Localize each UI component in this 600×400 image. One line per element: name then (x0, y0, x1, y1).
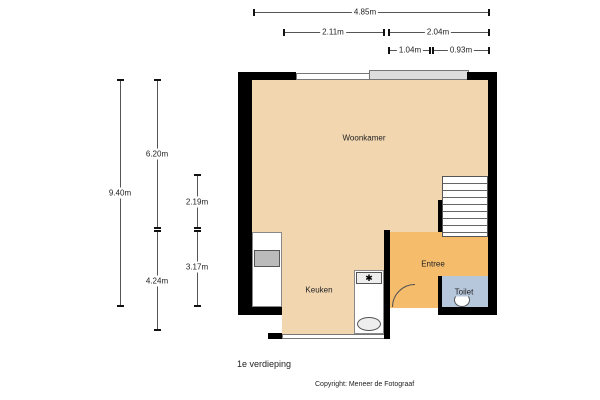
dimension-label: 4.24m (145, 275, 169, 287)
dimension-label: 2.19m (185, 196, 209, 208)
staircase (442, 176, 488, 237)
dimension-label: 0.93m (447, 45, 475, 55)
room-label-woonkamer: Woonkamer (342, 133, 386, 143)
copyright-text: Copyright: Meneer de Fotograaf (315, 381, 415, 388)
dimension-label: 1.04m (396, 45, 424, 55)
wall (438, 200, 442, 232)
room-label-keuken: Keuken (305, 285, 333, 295)
window (282, 334, 386, 339)
dimension-label: 3.17m (185, 261, 209, 273)
wall (238, 72, 296, 80)
wall (438, 307, 497, 315)
wall (238, 307, 282, 315)
kitchen-counter (252, 232, 282, 307)
wall (488, 72, 497, 315)
wall (268, 333, 282, 339)
wall (467, 72, 497, 80)
sink-icon: ✱ (356, 272, 382, 284)
dimension-label: 6.20m (145, 148, 169, 160)
stove-icon (254, 250, 280, 267)
wall (238, 72, 252, 315)
round-table-icon (357, 317, 381, 331)
dimension-label: 2.04m (424, 27, 452, 37)
room-label-toilet: Toilet (454, 287, 474, 297)
sliding-door (369, 70, 469, 80)
floor-label: 1e verdieping (237, 359, 292, 369)
window (296, 73, 370, 80)
dimension-label: 2.11m (320, 27, 346, 37)
dimension-label: 9.40m (108, 187, 132, 199)
room-label-entree: Entree (421, 259, 445, 269)
dimension-label: 4.85m (351, 7, 379, 17)
wall (384, 230, 390, 339)
wall (438, 276, 442, 315)
